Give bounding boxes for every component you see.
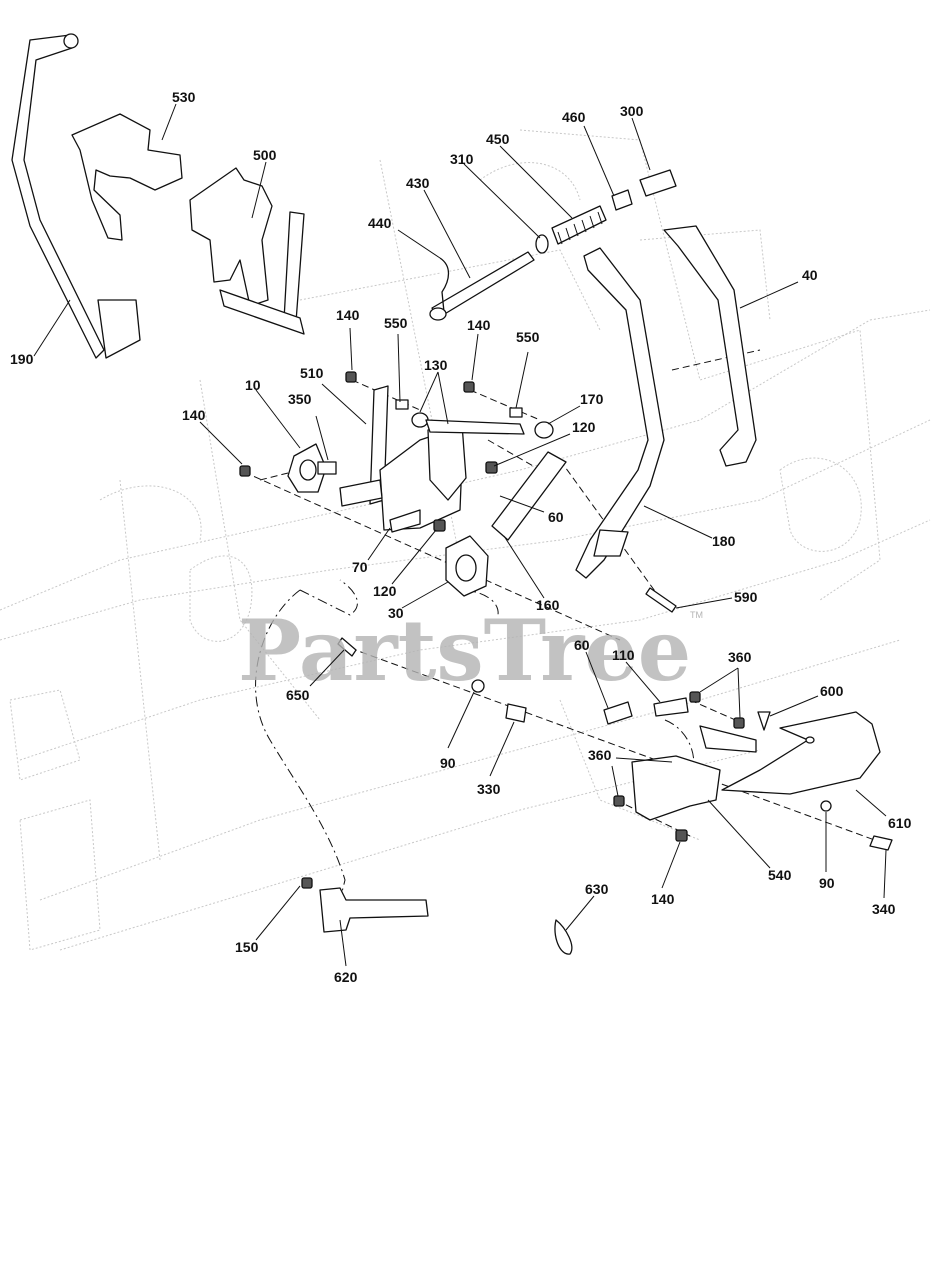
- watermark-trademark: TM: [690, 610, 703, 620]
- callout-160: 160: [536, 597, 560, 613]
- callout-130: 130: [424, 357, 448, 373]
- hardware: [239, 371, 893, 889]
- callout-140-bottom: 140: [651, 891, 675, 907]
- callout-180: 180: [712, 533, 736, 549]
- callout-450: 450: [486, 131, 510, 147]
- leader-lines: [33, 103, 887, 967]
- callout-590: 590: [734, 589, 758, 605]
- part-30-bearing: [445, 535, 489, 597]
- callout-300: 300: [620, 103, 644, 119]
- callout-120-bottom: 120: [373, 583, 397, 599]
- callout-330: 330: [477, 781, 501, 797]
- callout-90-left: 90: [440, 755, 456, 771]
- part-180-lever: [575, 247, 665, 579]
- part-540-bracket: [631, 725, 757, 821]
- part-510-bracket: [339, 385, 554, 533]
- callout-90-right: 90: [819, 875, 835, 891]
- callout-40: 40: [802, 267, 818, 283]
- callout-500: 500: [253, 147, 277, 163]
- callout-30: 30: [388, 605, 404, 621]
- callout-150: 150: [235, 939, 259, 955]
- callout-140-top-right: 140: [467, 317, 491, 333]
- callout-60-lower: 60: [574, 637, 590, 653]
- callout-460: 460: [562, 109, 586, 125]
- callout-70: 70: [352, 559, 368, 575]
- part-190-lever: [11, 33, 141, 359]
- part-500-bracket: [189, 167, 305, 335]
- part-630-tie: [554, 919, 573, 955]
- callout-650: 650: [286, 687, 310, 703]
- callout-360-lower: 360: [588, 747, 612, 763]
- callout-550-left: 550: [384, 315, 408, 331]
- callout-140-top-left: 140: [336, 307, 360, 323]
- callout-110: 110: [612, 647, 635, 663]
- callout-550-right: 550: [516, 329, 540, 345]
- callout-620: 620: [334, 969, 358, 985]
- part-450-spring: [535, 169, 677, 254]
- callout-120-right: 120: [572, 419, 596, 435]
- callout-310: 310: [450, 151, 474, 167]
- callout-360-upper: 360: [728, 649, 752, 665]
- part-40-handle: [663, 225, 757, 467]
- part-620-bracket: [319, 887, 429, 933]
- part-610-cover: [721, 711, 881, 795]
- callout-10: 10: [245, 377, 261, 393]
- callout-540: 540: [768, 867, 792, 883]
- callout-350: 350: [288, 391, 312, 407]
- callout-440: 440: [368, 215, 392, 231]
- callout-630: 630: [585, 881, 609, 897]
- callout-600: 600: [820, 683, 844, 699]
- callout-140-left: 140: [182, 407, 206, 423]
- callout-510: 510: [300, 365, 324, 381]
- callout-60-mid: 60: [548, 509, 564, 525]
- part-430-rod: [429, 251, 535, 321]
- callout-labels: 530 500 190 460 300 450 310 430 440 40 1…: [10, 89, 912, 985]
- callout-190: 190: [10, 351, 34, 367]
- callout-530: 530: [172, 89, 196, 105]
- watermark: PartsTree TM: [238, 601, 703, 700]
- callout-170: 170: [580, 391, 604, 407]
- part-10-flange: [287, 443, 337, 493]
- part-530-bracket: [71, 113, 183, 241]
- callout-610: 610: [888, 815, 912, 831]
- callout-430: 430: [406, 175, 430, 191]
- callout-340: 340: [872, 901, 896, 917]
- part-160-bar: [491, 451, 567, 541]
- watermark-text: PartsTree: [238, 601, 691, 700]
